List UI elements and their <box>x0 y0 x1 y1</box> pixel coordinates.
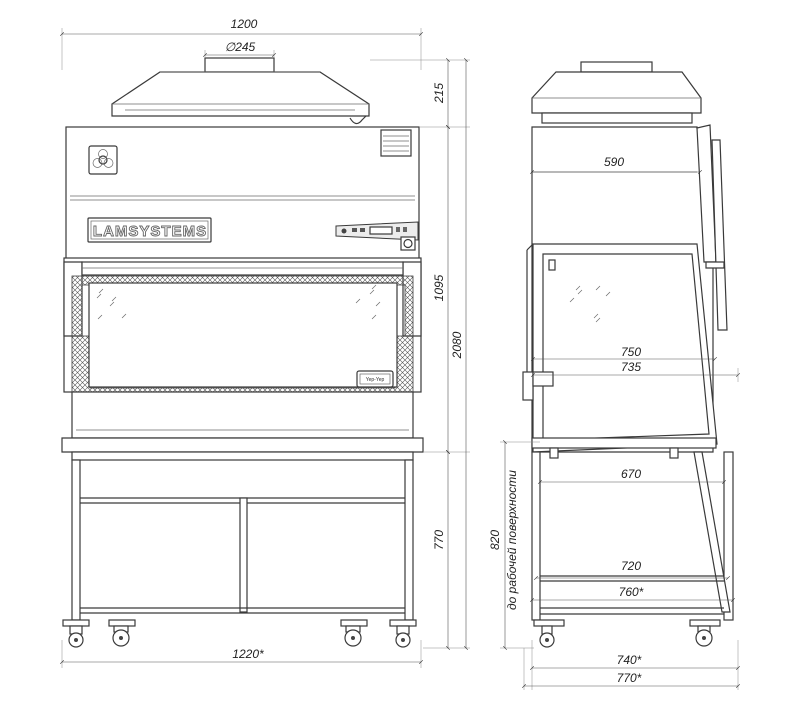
front-dimensions: 1200 ∅245 215 1095 770 2080 1220* <box>59 17 470 668</box>
sash-and-work-area: Yep-Yep <box>63 257 422 393</box>
brand-logo-text: LAMSYSTEMS <box>93 223 207 240</box>
dim-base-740: 740* <box>617 653 642 667</box>
inner-label-plate-text: Yep-Yep <box>366 377 385 383</box>
dim-work-surface-height: 820 <box>488 530 502 550</box>
dim-work-surface-note: до рабочей поверхности <box>505 470 519 610</box>
dim-duct-diameter: ∅245 <box>225 40 256 54</box>
caster-front-1 <box>62 619 90 648</box>
dim-side-depth-top: 590 <box>604 155 624 169</box>
caster-side-2 <box>689 619 721 647</box>
dim-stand-720: 720 <box>621 559 641 573</box>
control-panel-icon[interactable] <box>335 221 419 241</box>
dim-base-770: 770* <box>617 671 642 685</box>
dim-front-width: 1200 <box>231 17 258 31</box>
side-exhaust-hood <box>531 61 702 124</box>
front-casters <box>62 619 417 648</box>
caster-front-3 <box>340 619 368 647</box>
dim-stand-760: 760* <box>619 585 644 599</box>
dim-interior-735: 735 <box>621 360 641 374</box>
exhaust-hood <box>111 57 370 125</box>
side-dimensions: 590 750 735 670 720 760* 740* 770* 820 <box>488 155 741 690</box>
socket-icon <box>400 236 416 251</box>
side-cabinet-body <box>522 124 728 459</box>
side-casters <box>533 619 721 648</box>
dim-overall-base-width: 1220* <box>232 647 264 661</box>
biohazard-icon <box>88 145 118 175</box>
dim-exhaust-height: 215 <box>432 83 446 104</box>
vent-grille <box>380 129 412 157</box>
dim-interior-750: 750 <box>621 345 641 359</box>
dim-cabinet-height: 1095 <box>432 274 446 301</box>
dim-work-surface-depth: 670 <box>621 467 641 481</box>
glass-reflections <box>96 284 381 320</box>
front-view: LAMSYSTEMS <box>59 17 470 668</box>
dim-stand-height: 770 <box>432 530 446 550</box>
work-surface <box>61 391 424 461</box>
inner-label-plate: Yep-Yep <box>356 370 394 388</box>
caster-side-1 <box>533 619 565 648</box>
cabinet-upper-body: LAMSYSTEMS <box>65 126 420 261</box>
side-view: 590 750 735 670 720 760* 740* 770* 820 <box>488 61 741 690</box>
side-stand <box>531 451 734 621</box>
caster-front-4 <box>389 619 417 648</box>
stand-frame <box>71 459 414 621</box>
brand-logo: LAMSYSTEMS <box>87 217 212 243</box>
dim-total-height: 2080 <box>450 331 464 359</box>
caster-front-2 <box>108 619 136 647</box>
